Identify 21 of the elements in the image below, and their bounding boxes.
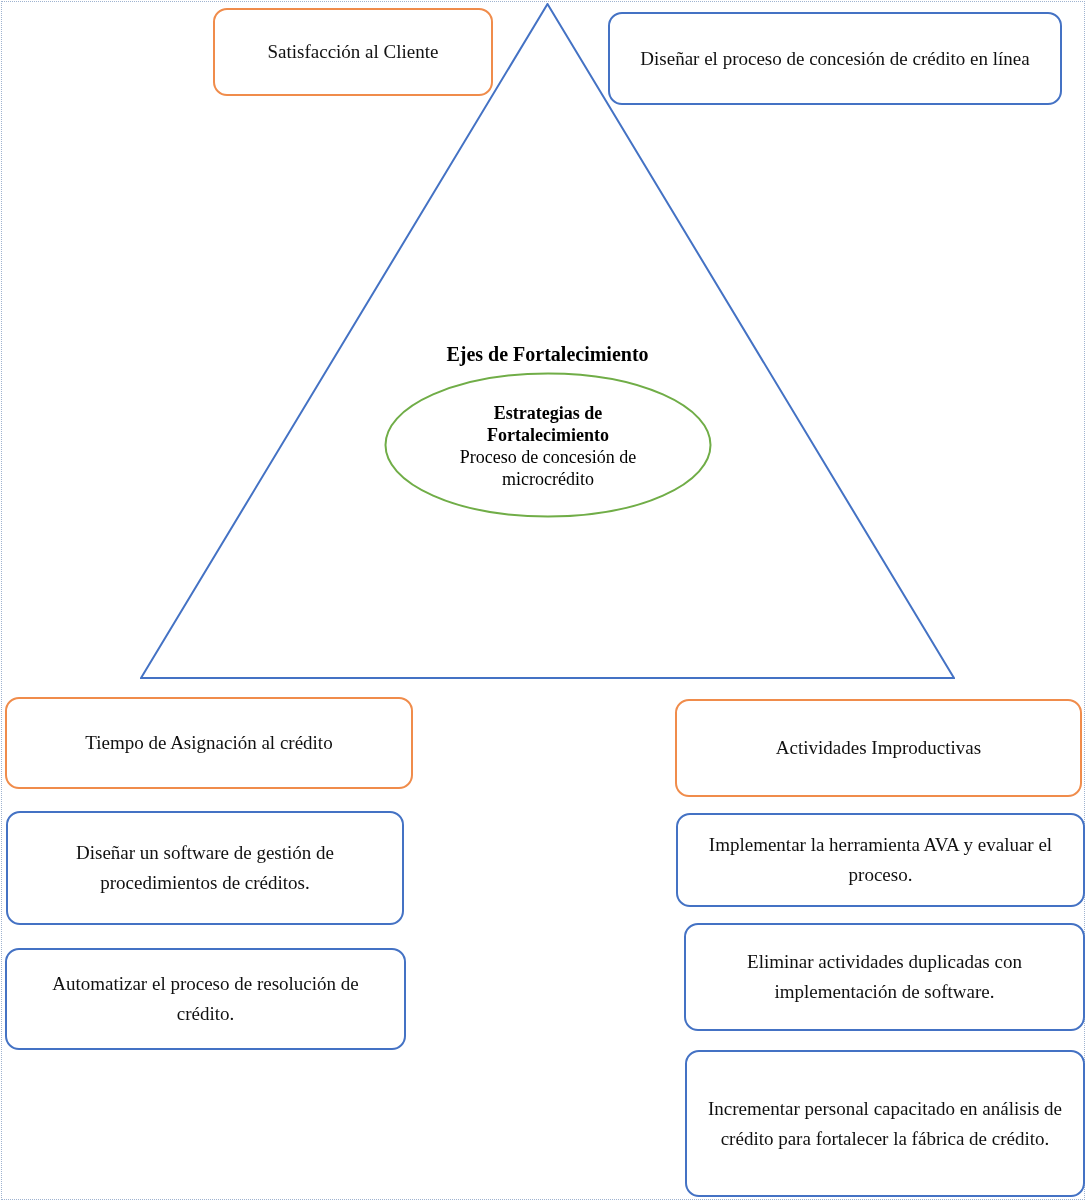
ellipse-heading: Estrategias de Fortalecimiento bbox=[486, 402, 610, 446]
box-text: Implementar la herramienta AVA y evaluar el proceso. bbox=[707, 833, 1054, 887]
box-text: Tiempo de Asignación al crédito bbox=[85, 731, 333, 755]
problem-box bbox=[675, 699, 1082, 797]
strategy-box bbox=[676, 813, 1085, 907]
box-text: Satisfacción al Cliente bbox=[267, 40, 439, 64]
box-text: Diseñar el proceso de concesión de crédito en línea bbox=[640, 46, 1030, 71]
box-text: Diseñar un software de gestión de procedimientos de créditos. bbox=[75, 841, 335, 895]
problem-box bbox=[213, 8, 493, 96]
box-text: Automatizar el proceso de resolución de crédito. bbox=[51, 972, 360, 1026]
triangle-heading: Ejes de Fortalecimiento bbox=[445, 342, 650, 368]
strategy-box bbox=[5, 948, 406, 1050]
ellipse-text: Proceso de concesión de microcrédito bbox=[458, 446, 638, 490]
box-text: Incrementar personal capacitado en análisis de crédito para fortalecer la fábrica de crédito. bbox=[707, 1096, 1063, 1151]
box-text: Actividades Improductivas bbox=[775, 736, 982, 760]
strategy-box bbox=[6, 811, 404, 925]
problem-box bbox=[5, 697, 413, 789]
box-text: Eliminar actividades duplicadas con implementación de software. bbox=[746, 950, 1023, 1004]
strategy-box bbox=[684, 923, 1085, 1031]
strategy-box bbox=[608, 12, 1062, 105]
strategy-box bbox=[685, 1050, 1085, 1197]
